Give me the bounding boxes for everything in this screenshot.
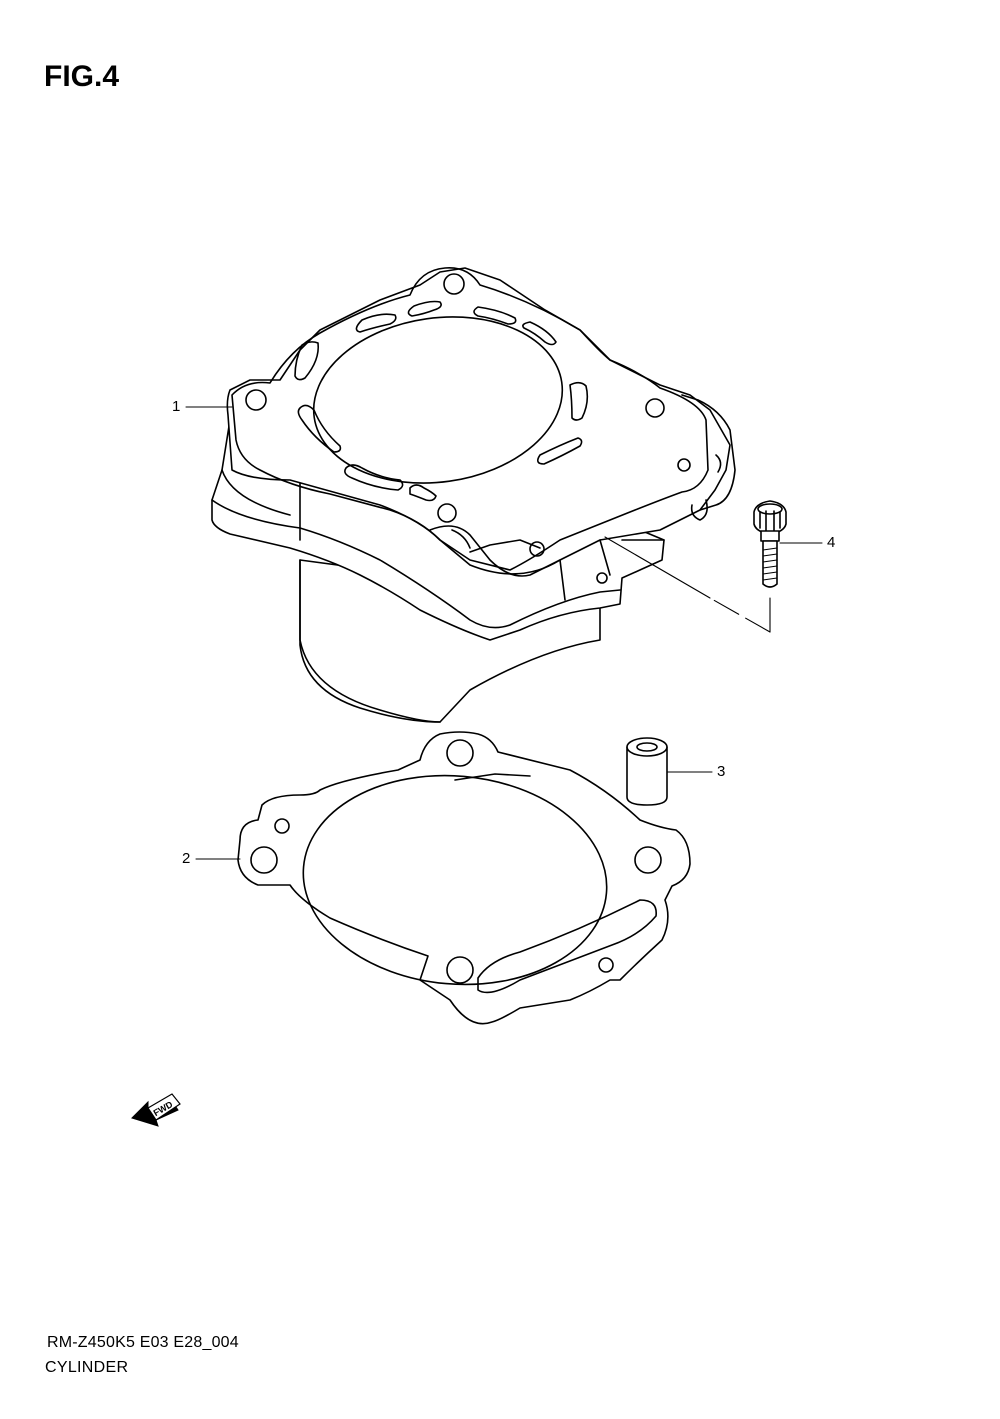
callout-2: 2 [182, 850, 191, 867]
diagram-code: RM-Z450K5 E03 E28_004 [47, 1334, 239, 1351]
cylinder-part[interactable] [211, 267, 736, 723]
callout-1: 1 [172, 398, 181, 415]
callout-4: 4 [827, 534, 836, 551]
diagram-name: CYLINDER [45, 1359, 129, 1376]
bolt-part[interactable] [753, 500, 787, 588]
callout-3: 3 [717, 763, 726, 780]
figure-title: FIG.4 [44, 60, 120, 93]
gasket-part[interactable] [237, 731, 691, 1025]
fwd-arrow-icon: FWD [131, 1093, 181, 1127]
dowel-pin-part[interactable] [626, 737, 668, 806]
